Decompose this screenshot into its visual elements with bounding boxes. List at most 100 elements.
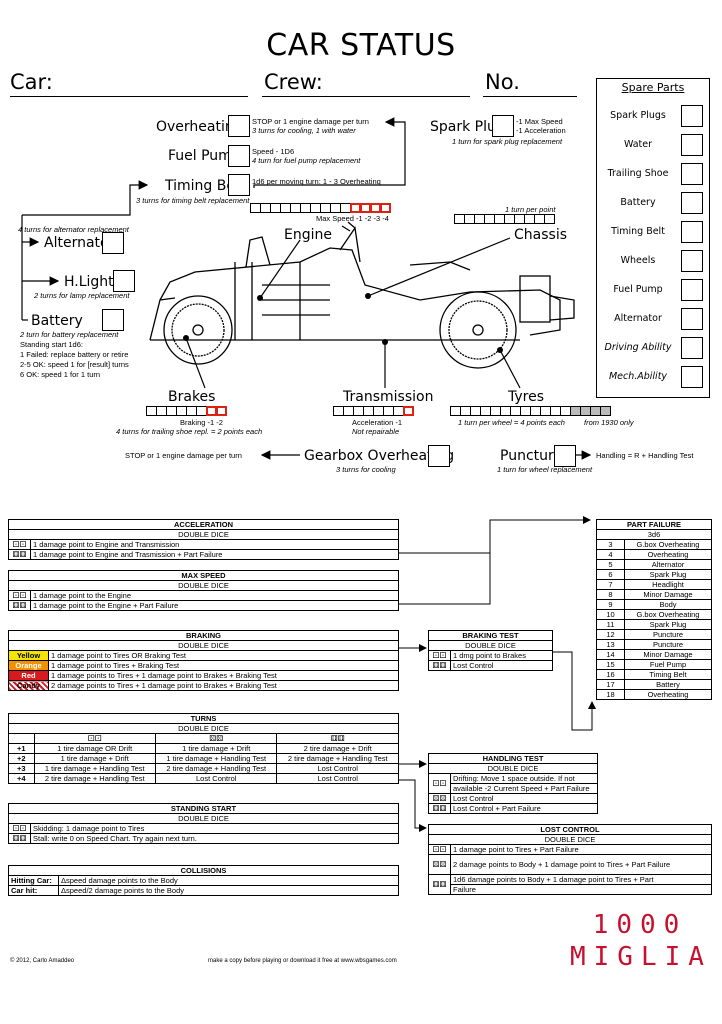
spare-checkbox[interactable] xyxy=(681,163,703,185)
roll-value: 4 xyxy=(596,549,625,560)
table-row: 1 damage point to Tires + Part Failure xyxy=(450,844,712,855)
spare-checkbox[interactable] xyxy=(681,134,703,156)
roll-value: 12 xyxy=(596,629,625,640)
dice-icon: ⚀⚀ xyxy=(428,773,451,794)
roll-value: 6 xyxy=(596,569,625,580)
braking-tag: Red xyxy=(8,670,49,681)
dice-icon: ⚀⚀ xyxy=(33,733,157,744)
dice-icon: ⚅⚅ xyxy=(276,733,399,744)
braking-test-table: BRAKING TEST DOUBLE DICE ⚀⚀1 dmg point t… xyxy=(428,630,553,671)
tyres-note-2: from 1930 only xyxy=(584,418,634,427)
battery-standing-4: 6 OK: speed 1 for 1 turn xyxy=(20,370,101,379)
braking-test-title: BRAKING TEST xyxy=(428,630,553,641)
dice-icon: ⚀⚀ xyxy=(8,590,31,601)
spare-checkbox[interactable] xyxy=(681,366,703,388)
spare-parts-title: Spare Parts xyxy=(621,81,685,94)
spare-checkbox[interactable] xyxy=(681,221,703,243)
spare-label: Driving Ability xyxy=(604,342,672,353)
engine-track[interactable] xyxy=(250,203,391,213)
gearbox-below-note: 3 turns for cooling xyxy=(336,465,396,474)
table-row: Stall: write 0 on Speed Chart. Try again… xyxy=(30,833,399,844)
fuel-pump-note-1: Speed - 1D6 xyxy=(252,147,295,156)
tyres-track[interactable] xyxy=(450,406,611,416)
roll-value: 15 xyxy=(596,659,625,670)
part-name: Battery xyxy=(624,679,712,690)
max-speed-note: Max Speed -1 -2 -3 -4 xyxy=(316,214,389,223)
part-name: Puncture xyxy=(624,629,712,640)
brakes-track[interactable] xyxy=(146,406,227,416)
spare-checkbox[interactable] xyxy=(681,250,703,272)
part-name: Spark Plug xyxy=(624,569,712,580)
table-row: Drifting: Move 1 space outside. If not xyxy=(450,773,598,784)
part-name: Minor Damage xyxy=(624,649,712,660)
table-cell: 1 tire damage + Handling Test xyxy=(154,753,278,764)
brakes-note-2: 4 turns for trailing shoe repl. = 2 poin… xyxy=(116,427,263,436)
part-name: Minor Damage xyxy=(624,589,712,600)
spare-row: Wheels xyxy=(599,248,707,276)
chassis-track[interactable] xyxy=(454,214,555,224)
spare-checkbox[interactable] xyxy=(681,337,703,359)
handling-test-table: HANDLING TEST DOUBLE DICE ⚀⚀Drifting: Mo… xyxy=(428,753,598,814)
lost-control-table: LOST CONTROL DOUBLE DICE ⚀⚀1 damage poin… xyxy=(428,824,712,895)
braking-tag: Orange xyxy=(8,660,49,671)
spark-plug-box[interactable] xyxy=(492,115,514,137)
table-cell: 1 tire damage + Handling Test xyxy=(33,763,157,774)
part-failure-sub: 3d6 xyxy=(596,529,712,540)
gearbox-box[interactable] xyxy=(428,445,450,467)
table-row: Skidding: 1 damage point to Tires xyxy=(30,823,399,834)
spare-row: Fuel Pump xyxy=(599,277,707,305)
car-illustration xyxy=(149,221,575,369)
spare-checkbox[interactable] xyxy=(681,192,703,214)
table-row: 2 damage points to Body + 1 damage point… xyxy=(450,854,712,875)
puncture-box[interactable] xyxy=(554,445,576,467)
number-field[interactable] xyxy=(483,96,577,97)
roll-value: 7 xyxy=(596,579,625,590)
spare-checkbox[interactable] xyxy=(681,308,703,330)
dice-icon: ⚀⚀ xyxy=(428,844,451,855)
part-name: Spark Plug xyxy=(624,619,712,630)
roll-value: 18 xyxy=(596,689,625,700)
max-speed-title: MAX SPEED xyxy=(8,570,399,581)
car-field[interactable] xyxy=(10,96,248,97)
alternator-note: 4 turns for alternator replacement xyxy=(18,225,129,234)
roll-value: 16 xyxy=(596,669,625,680)
transmission-track[interactable] xyxy=(333,406,414,416)
spark-plug-note-2: -1 Acceleration xyxy=(516,126,566,135)
spare-row: Battery xyxy=(599,190,707,218)
spare-label: Water xyxy=(623,139,653,150)
spare-label: Spark Plugs xyxy=(610,110,666,121)
alternator-box[interactable] xyxy=(102,232,124,254)
overheating-box[interactable] xyxy=(228,115,250,137)
crew-field[interactable] xyxy=(262,96,470,97)
timing-belt-note-2: 3 turns for timing belt replacement xyxy=(136,196,250,205)
battery-label: Battery xyxy=(31,313,83,329)
overheating-label: Overheating xyxy=(156,119,243,135)
table-row: 2 damage points to Tires + 1 damage poin… xyxy=(48,680,399,691)
battery-box[interactable] xyxy=(102,309,124,331)
brakes-label: Brakes xyxy=(168,389,216,405)
part-name: Alternator xyxy=(624,559,712,570)
timing-belt-box[interactable] xyxy=(228,174,250,196)
fuel-pump-box[interactable] xyxy=(228,145,250,167)
table-row: 1 damage points to Tires + 1 damage poin… xyxy=(48,670,399,681)
overheating-note-1: STOP or 1 engine damage per turn xyxy=(252,117,369,126)
braking-test-sub: DOUBLE DICE xyxy=(428,640,553,651)
spare-checkbox[interactable] xyxy=(681,279,703,301)
hlights-box[interactable] xyxy=(113,270,135,292)
dice-icon: ⚀⚀ xyxy=(8,539,31,550)
table-row: 1 damage point to Tires + Braking Test xyxy=(48,660,399,671)
puncture-below-note: 1 turn for wheel replacement xyxy=(497,465,593,474)
transmission-note-2: Not repairable xyxy=(352,427,400,436)
spare-row: Timing Belt xyxy=(599,219,707,247)
part-name: Headlight xyxy=(624,579,712,590)
table-cell: 2 tire damage + Handling Test xyxy=(154,763,278,774)
spare-checkbox[interactable] xyxy=(681,105,703,127)
